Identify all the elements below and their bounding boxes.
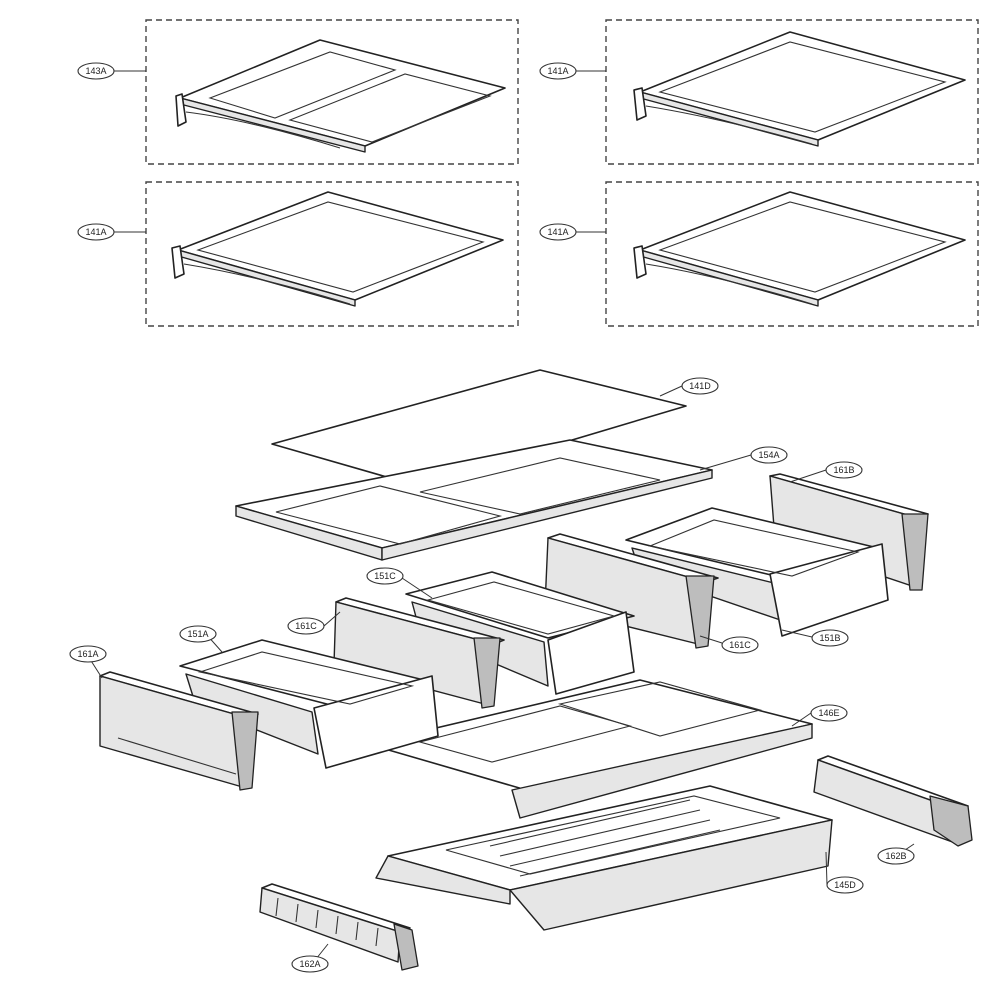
svg-text:161B: 161B bbox=[833, 465, 854, 475]
svg-text:151A: 151A bbox=[187, 629, 208, 639]
svg-text:145D: 145D bbox=[834, 880, 856, 890]
shelf-141a-mid-left bbox=[171, 191, 504, 307]
label-161a: 161A bbox=[69, 645, 107, 663]
rail-162a bbox=[259, 883, 419, 971]
shelf-141a-top-right bbox=[633, 31, 966, 147]
label-143a: 143A bbox=[77, 62, 115, 80]
glass-plate-141d bbox=[271, 369, 687, 487]
label-161b: 161B bbox=[825, 461, 863, 479]
label-162a: 162A bbox=[291, 955, 329, 973]
shelf-143a bbox=[175, 39, 506, 153]
cover-146e bbox=[367, 679, 813, 819]
label-141a-top-right: 141A bbox=[539, 62, 577, 80]
label-161c-left: 161C bbox=[287, 617, 325, 635]
label-151a: 151A bbox=[179, 625, 217, 643]
svg-text:162A: 162A bbox=[299, 959, 320, 969]
box-shelf-143a bbox=[145, 19, 519, 165]
label-141d: 141D bbox=[681, 377, 719, 395]
svg-text:141D: 141D bbox=[689, 381, 711, 391]
box-shelf-141a-top-right bbox=[605, 19, 979, 165]
svg-text:161A: 161A bbox=[77, 649, 98, 659]
svg-text:161C: 161C bbox=[729, 640, 751, 650]
rail-162b bbox=[813, 755, 973, 847]
label-161c-right: 161C bbox=[721, 636, 759, 654]
svg-text:151B: 151B bbox=[819, 633, 840, 643]
box-shelf-141a-mid-left bbox=[145, 181, 519, 327]
shelf-141a-mid-right bbox=[633, 191, 966, 307]
label-151b: 151B bbox=[811, 629, 849, 647]
label-145d: 145D bbox=[826, 876, 864, 894]
svg-text:141A: 141A bbox=[85, 227, 106, 237]
label-141a-mid-right: 141A bbox=[539, 223, 577, 241]
box-shelf-141a-mid-right bbox=[605, 181, 979, 327]
svg-text:143A: 143A bbox=[85, 66, 106, 76]
label-154a: 154A bbox=[750, 446, 788, 464]
svg-text:151C: 151C bbox=[374, 571, 396, 581]
svg-text:146E: 146E bbox=[818, 708, 839, 718]
tray-145d bbox=[375, 785, 833, 931]
svg-text:162B: 162B bbox=[885, 851, 906, 861]
svg-text:141A: 141A bbox=[547, 66, 568, 76]
svg-text:141A: 141A bbox=[547, 227, 568, 237]
label-146e: 146E bbox=[810, 704, 848, 722]
label-151c: 151C bbox=[366, 567, 404, 585]
frame-154a bbox=[235, 439, 713, 561]
svg-text:161C: 161C bbox=[295, 621, 317, 631]
cover-161a bbox=[99, 671, 259, 791]
label-162b: 162B bbox=[877, 847, 915, 865]
label-141a-mid-left: 141A bbox=[77, 223, 115, 241]
cover-161c-right bbox=[544, 533, 719, 649]
cover-161c-left bbox=[333, 597, 505, 709]
svg-text:154A: 154A bbox=[758, 450, 779, 460]
